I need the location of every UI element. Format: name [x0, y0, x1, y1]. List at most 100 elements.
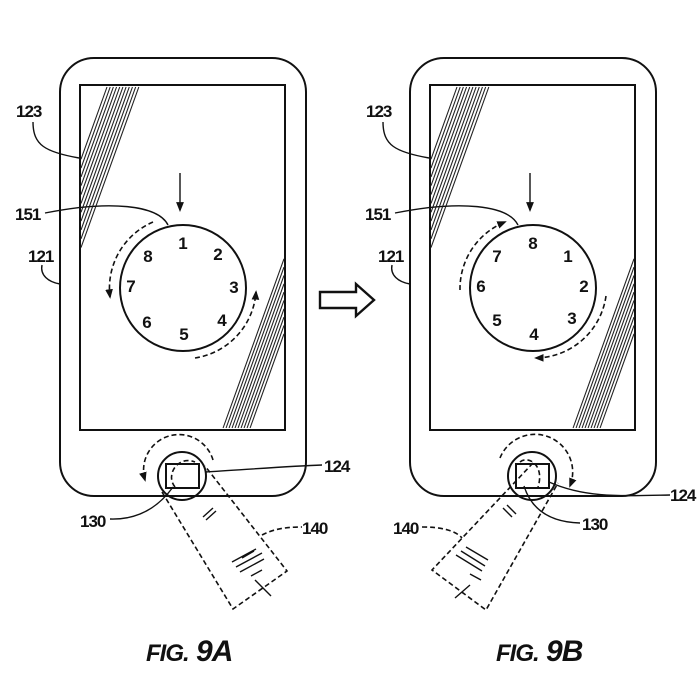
leader-sensor — [109, 486, 174, 520]
hatch-line — [240, 308, 285, 429]
hatch-line — [430, 86, 477, 213]
hatch-line — [430, 86, 483, 231]
dial-number: 6 — [142, 313, 151, 332]
device-body — [59, 57, 307, 497]
dial-circle[interactable] — [119, 224, 247, 352]
dial-number: 2 — [213, 245, 222, 264]
finger-outline — [161, 465, 289, 611]
hatch-line — [575, 266, 635, 429]
leader-screen — [382, 121, 430, 159]
hatch-line — [228, 275, 285, 429]
dial-number: 4 — [217, 311, 227, 330]
dial-number: 3 — [567, 309, 576, 328]
caption-prefix: FIG. — [146, 640, 189, 667]
hatch-line — [80, 86, 124, 204]
leader-finger — [261, 526, 303, 536]
screen-glare-hatch-bottom — [222, 258, 285, 429]
hatch-line — [430, 86, 471, 195]
device-body — [409, 57, 657, 497]
hatch-line — [222, 258, 285, 429]
fingerprint-sensor — [165, 463, 200, 489]
leader-dial — [44, 205, 169, 226]
label-sensor: 130 — [582, 515, 608, 534]
hatch-line — [249, 333, 285, 429]
label-screen: 123 — [366, 102, 392, 121]
label-dial: 151 — [15, 205, 41, 224]
hatch-line — [80, 86, 137, 239]
hatch-line — [430, 86, 461, 169]
transition-arrow-icon — [318, 281, 376, 319]
hatch-line — [243, 316, 285, 429]
hatch-line — [237, 300, 285, 429]
label-screen: 123 — [16, 102, 42, 121]
hatch-line — [593, 316, 635, 429]
device-screen — [429, 84, 636, 431]
hatch-line — [234, 291, 285, 429]
home-button[interactable] — [507, 451, 557, 501]
hatch-line — [430, 86, 464, 178]
dial-number: 5 — [492, 311, 501, 330]
leader-home-button — [204, 464, 323, 473]
hatch-line — [80, 86, 108, 160]
hatch-line — [430, 86, 474, 204]
leader-device — [391, 264, 411, 285]
leader-device — [41, 264, 61, 285]
rotation-arrow-right-icon — [534, 295, 607, 362]
dial-number: 3 — [229, 278, 238, 297]
hatch-line — [578, 275, 635, 429]
leader-dial — [394, 205, 519, 226]
dial-number: 8 — [143, 247, 152, 266]
screen-glare-hatch-bottom — [572, 258, 635, 429]
caption-number: 9B — [546, 635, 583, 668]
hatch-line — [246, 325, 285, 429]
dial-number: 1 — [178, 234, 187, 253]
hatch-line — [225, 266, 285, 429]
label-home-button: 124 — [324, 457, 351, 476]
figure-caption: FIG. 9A — [146, 635, 232, 668]
rotation-arrow-left-icon — [105, 221, 154, 299]
hatch-line — [584, 291, 635, 429]
hatch-line — [80, 86, 114, 178]
hatch-line — [80, 86, 121, 195]
hatch-line — [430, 86, 487, 239]
finger-contact-outline — [170, 459, 196, 488]
finger-outline — [430, 462, 559, 612]
dial-number: 5 — [179, 325, 188, 344]
hatch-line — [581, 283, 635, 429]
leader-screen — [32, 121, 80, 159]
hatch-line — [80, 86, 111, 169]
figure-9a: 1 2 3 4 5 6 7 8 — [15, 57, 352, 668]
hatch-line — [430, 86, 490, 248]
label-home-button: 124 — [670, 486, 697, 505]
hatch-line — [596, 325, 635, 429]
hatch-line — [587, 300, 635, 429]
label-device: 121 — [28, 247, 54, 266]
home-button[interactable] — [157, 451, 207, 501]
figure-caption: FIG. 9B — [496, 635, 583, 668]
dial-numbers: 1 2 3 4 5 6 7 8 — [126, 234, 238, 344]
device-screen — [79, 84, 286, 431]
screen-glare-hatch-top — [80, 86, 140, 248]
hatch-line — [80, 86, 130, 222]
hatch-line — [80, 86, 133, 231]
leader-home-button — [548, 481, 671, 497]
finger-print-lines — [454, 504, 517, 599]
hatch-line — [231, 283, 285, 429]
dial-numbers: 8 1 2 3 4 5 6 7 — [476, 234, 588, 344]
hatch-line — [590, 308, 635, 429]
leader-finger — [421, 526, 463, 539]
rotation-arrow-right-icon — [194, 290, 260, 359]
finger-print-lines — [202, 507, 272, 597]
screen-glare-hatch-top — [430, 86, 490, 248]
home-rotation-arrow-icon — [499, 433, 577, 488]
home-rotation-arrow-icon — [139, 433, 214, 482]
caption-number: 9A — [196, 635, 232, 668]
dial-number: 1 — [563, 247, 572, 266]
hatch-line — [599, 333, 635, 429]
label-finger: 140 — [393, 519, 419, 538]
figure-9b: 8 1 2 3 4 5 6 7 — [365, 57, 698, 668]
dial-circle[interactable] — [469, 224, 597, 352]
hatch-line — [430, 86, 458, 160]
hatch-line — [430, 86, 468, 186]
